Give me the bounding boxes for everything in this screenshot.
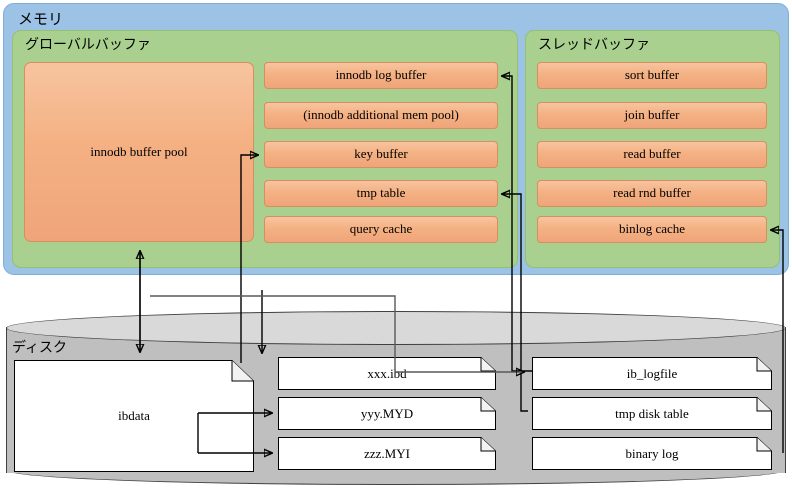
- block-innodb-buffer-pool[interactable]: innodb buffer pool: [24, 62, 254, 242]
- block-innodb-additional-mem-pool[interactable]: (innodb additional mem pool): [264, 102, 498, 129]
- document-shape-icon: [532, 437, 772, 470]
- file-binary-log[interactable]: binary log: [532, 437, 772, 470]
- file-label: xxx.ibd: [367, 365, 407, 381]
- disk-cylinder-top: [6, 311, 786, 345]
- block-read-rnd-buffer[interactable]: read rnd buffer: [537, 180, 767, 207]
- disk-region-label: ディスク: [12, 340, 68, 356]
- file-ib-logfile[interactable]: ib_logfile: [532, 357, 772, 390]
- file-zzz-myi[interactable]: zzz.MYI: [278, 437, 496, 470]
- block-label: binlog cache: [618, 221, 686, 237]
- file-label: ibdata: [118, 408, 150, 423]
- block-label: sort buffer: [624, 67, 680, 83]
- global-buffer-label: グローバルバッファ: [25, 37, 151, 53]
- memory-region-label: メモリ: [18, 10, 64, 28]
- document-shape-icon: [278, 397, 496, 430]
- block-label: tmp table: [356, 185, 406, 201]
- block-binlog-cache[interactable]: binlog cache: [537, 216, 767, 243]
- block-query-cache[interactable]: query cache: [264, 216, 498, 243]
- thread-buffer-label: スレッドバッファ: [538, 37, 650, 53]
- block-tmp-table[interactable]: tmp table: [264, 180, 498, 207]
- block-key-buffer[interactable]: key buffer: [264, 141, 498, 168]
- file-ibdata[interactable]: ibdata: [14, 360, 254, 472]
- file-label: tmp disk table: [615, 405, 689, 421]
- block-label: key buffer: [354, 146, 408, 162]
- file-label: zzz.MYI: [364, 445, 410, 461]
- block-sort-buffer[interactable]: sort buffer: [537, 62, 767, 89]
- file-xxx-ibd[interactable]: xxx.ibd: [278, 357, 496, 390]
- block-label: innodb log buffer: [335, 67, 427, 83]
- file-label: binary log: [625, 445, 679, 461]
- block-read-buffer[interactable]: read buffer: [537, 141, 767, 168]
- document-shape-icon: [278, 437, 496, 470]
- file-tmp-disk-table[interactable]: tmp disk table: [532, 397, 772, 430]
- block-label: (innodb additional mem pool): [303, 107, 459, 123]
- file-label: yyy.MYD: [360, 405, 414, 421]
- block-label: query cache: [349, 221, 413, 237]
- block-label: innodb buffer pool: [90, 143, 188, 159]
- file-label: ib_logfile: [626, 365, 678, 381]
- block-label: read rnd buffer: [613, 185, 691, 201]
- document-shape-icon: [532, 397, 772, 430]
- block-innodb-log-buffer[interactable]: innodb log buffer: [264, 62, 498, 89]
- file-yyy-myd[interactable]: yyy.MYD: [278, 397, 496, 430]
- block-label: join buffer: [624, 107, 680, 123]
- block-label: read buffer: [623, 146, 681, 162]
- block-join-buffer[interactable]: join buffer: [537, 102, 767, 129]
